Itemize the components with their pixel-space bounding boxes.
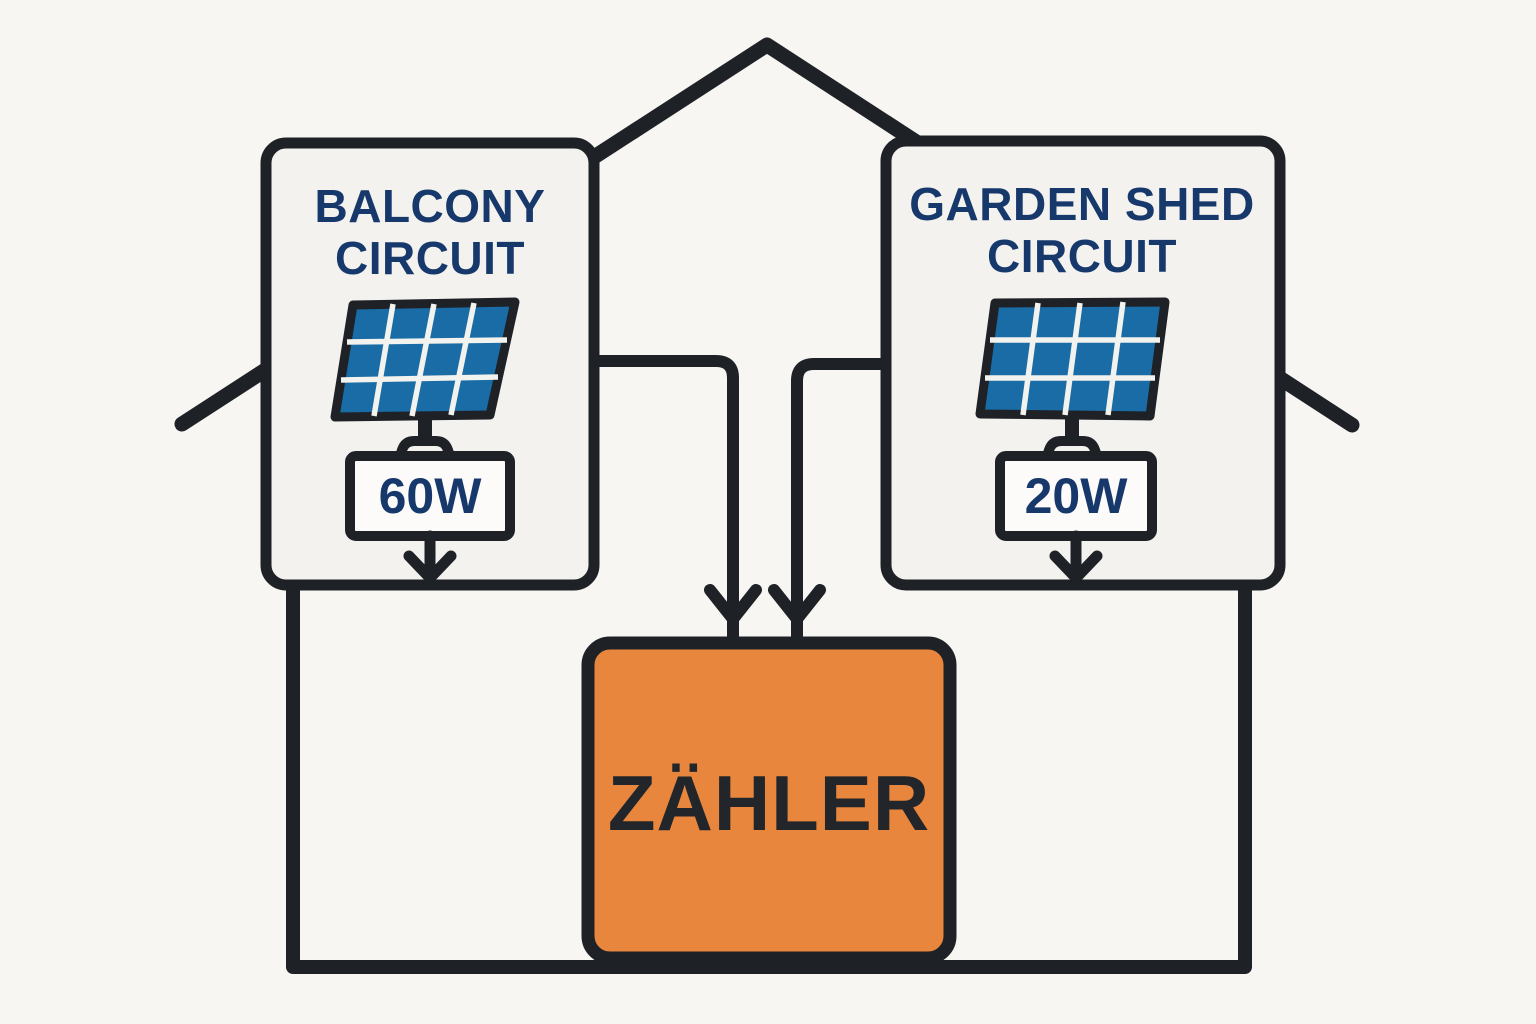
- meter-box: ZÄHLER: [581, 636, 957, 965]
- garden-shed-power-value: 20W: [1025, 468, 1129, 524]
- wire-garden-shed-to-meter: [768, 358, 894, 647]
- garden-shed-circuit-title-line1: GARDEN SHED: [909, 178, 1254, 230]
- wire-balcony-to-meter: [586, 355, 762, 647]
- garden-shed-circuit-title-line2: CIRCUIT: [987, 230, 1177, 282]
- garden-shed-circuit-box: GARDEN SHED CIRCUIT 20W: [880, 135, 1286, 591]
- panel-grid-lines: [340, 302, 508, 417]
- arrow-down-icon: [768, 584, 826, 625]
- balcony-power-box: 60W: [345, 451, 515, 541]
- meter-frame: [581, 636, 957, 965]
- garden-shed-output-arrow: [1049, 530, 1103, 584]
- balcony-power-value: 60W: [379, 468, 483, 524]
- wire-line: [586, 355, 739, 647]
- balcony-output-arrow: [403, 530, 457, 584]
- arrow-down-icon: [1049, 550, 1103, 584]
- garden-shed-power-box: 20W: [995, 451, 1157, 541]
- balcony-circuit-box: BALCONY CIRCUIT 60W: [260, 137, 600, 591]
- balcony-circuit-title-line1: BALCONY: [315, 180, 546, 232]
- balcony-circuit-title-line2: CIRCUIT: [335, 232, 525, 284]
- wire-line: [791, 358, 894, 647]
- solar-panel-icon: [975, 297, 1170, 473]
- meter-label: ZÄHLER: [608, 759, 930, 847]
- arrow-down-icon: [403, 550, 457, 584]
- arrow-down-icon: [704, 584, 762, 625]
- house-wall-outline: [286, 558, 1252, 974]
- panel-grid-lines: [985, 301, 1160, 416]
